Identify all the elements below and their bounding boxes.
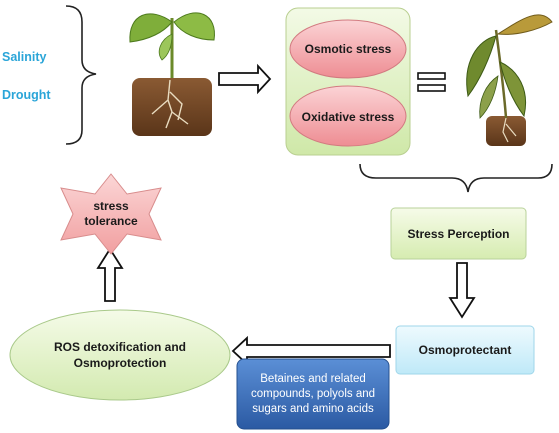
perception-brace [359,163,553,193]
equals-sign [417,72,446,92]
cause-salinity: Salinity [2,50,47,64]
ros-label: ROS detoxification and Osmoprotection [53,340,186,370]
stress-perception-label: Stress Perception [407,226,510,241]
osmoprotectant-label: Osmoprotectant [418,343,512,357]
arrow-to-stress [218,63,272,95]
oxidative-stress-ellipse [289,85,407,147]
cause-drought: Drought [2,88,51,102]
compounds-box [236,358,390,430]
healthy-plant-image [129,12,215,136]
arrow-to-osmoprotectant [448,262,476,319]
osmotic-stress-label: Osmotic stress [304,42,392,56]
oxidative-stress-label: Oxidative stress [301,110,395,124]
arrow-to-tolerance [96,247,124,302]
wilted-plant-image [466,14,553,146]
stress-perception-box [390,207,527,260]
stress-tolerance-label: stress tolerance [84,199,138,228]
arrow-to-ros [231,335,391,367]
ros-ellipse [9,309,231,401]
tolerance-star [60,173,162,255]
cause-brace [65,5,97,145]
osmoprotectant-box [395,325,535,375]
compounds-label: Betaines and related compounds, polyols … [250,372,376,415]
osmotic-stress-ellipse [289,19,407,79]
